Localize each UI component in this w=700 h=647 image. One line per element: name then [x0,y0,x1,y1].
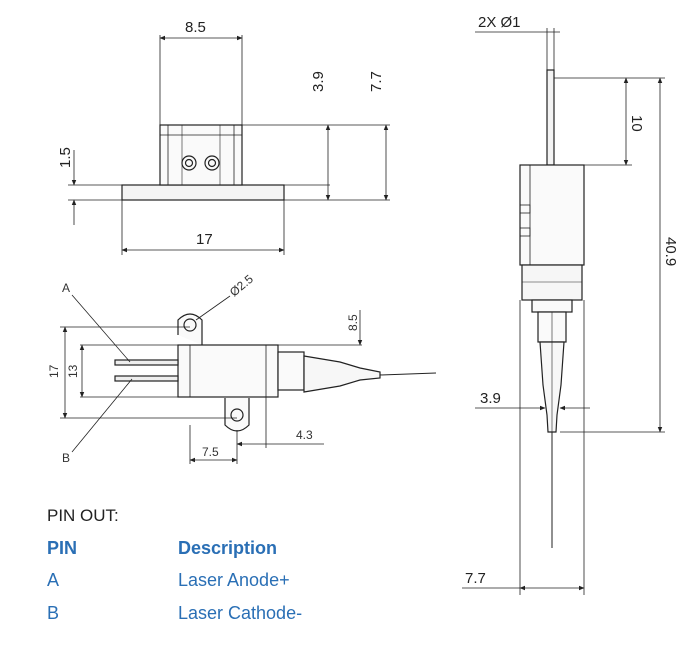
front-dim-width-top: 8.5 [185,19,206,36]
top-dim-43: 4.3 [296,428,313,442]
top-dim-75: 7.5 [202,445,219,459]
side-top-pin [546,69,555,166]
side-dim-39: 3.9 [480,390,501,407]
top-label-a: A [62,281,70,295]
top-mount-tab-lower [224,398,250,432]
side-dim-10: 10 [628,115,645,132]
pinout-row-a-pin: A [47,570,60,590]
top-fiber [379,372,437,376]
pinout-title: PIN OUT: [47,506,119,525]
front-dim-height-77: 7.7 [368,71,385,92]
top-body [177,344,279,398]
top-dim-hole: Ø2.5 [227,272,256,300]
side-dim-pin: 2X Ø1 [478,14,521,31]
top-pin-a [114,359,179,366]
top-dim-85: 8.5 [346,314,360,331]
front-dim-base-width: 17 [196,231,213,248]
front-base-flange [121,184,285,201]
top-dim-17: 17 [47,364,61,378]
pinout-row-b-pin: B [47,603,60,623]
front-body-block [159,124,243,186]
top-dim-13: 13 [66,364,80,378]
side-header-block [519,164,585,266]
pinout-row-a-desc: Laser Anode+ [178,570,290,590]
front-dim-flange: 1.5 [57,147,74,168]
side-view [462,28,665,595]
top-mount-tab-upper [177,313,203,345]
pinout-col-pin: PIN [47,538,78,558]
top-view [60,294,437,464]
pinout-col-desc: Description [178,538,278,558]
top-label-b: B [62,451,70,465]
front-dim-height-39: 3.9 [310,71,327,92]
top-pin-b [114,375,179,382]
front-view [68,35,390,255]
side-dim-total: 40.9 [662,237,679,266]
front-pin-b [204,155,220,171]
front-pin-a [181,155,197,171]
side-dim-77: 7.7 [465,570,486,587]
pinout-row-b-desc: Laser Cathode- [178,603,303,623]
